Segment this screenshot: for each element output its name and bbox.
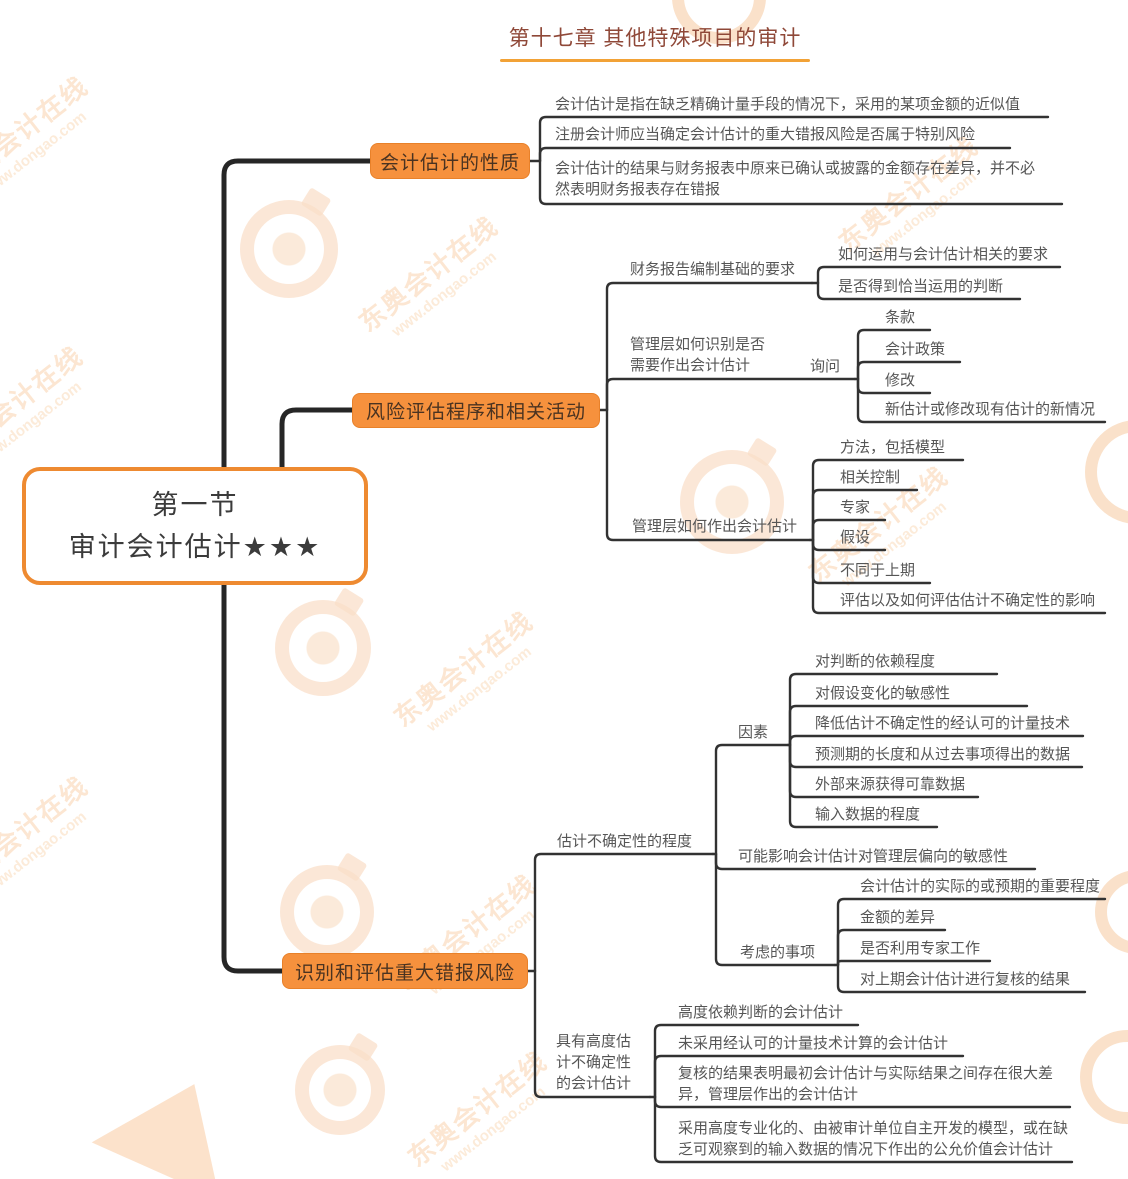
page-title: 第十七章 其他特殊项目的审计 — [508, 27, 802, 50]
topic-identify-assess-misstatement-risk[interactable]: 识别和评估重大错报风险 — [282, 953, 528, 989]
central-topic-line1: 第一节 — [151, 490, 239, 520]
central-topic-line2: 审计会计估计★★★ — [68, 532, 322, 562]
leaf-recognized-measurement-techniques[interactable]: 降低估计不确定性的经认可的计量技术 — [815, 715, 1071, 732]
leaf-terms[interactable]: 条款 — [885, 309, 916, 326]
node-degree-of-estimation-uncertainty[interactable]: 估计不确定性的程度 — [557, 833, 693, 850]
leaf-unrecognized-technique-estimates[interactable]: 未采用经认可的计量技术计算的会计估计 — [678, 1035, 949, 1052]
leaf-review-large-difference-estimates[interactable]: 复核的结果表明最初会计估计与实际结果之间存在很大差异，管理层作出的会计估计 — [678, 1065, 1054, 1103]
leaf-accounting-policies[interactable]: 会计政策 — [885, 341, 946, 358]
leaf-how-to-apply-requirements[interactable]: 如何运用与会计估计相关的要求 — [838, 246, 1049, 263]
leaf-different-from-prior-period[interactable]: 不同于上期 — [840, 562, 916, 579]
leaf-amount-difference[interactable]: 金额的差异 — [860, 909, 936, 926]
leaf-modifications[interactable]: 修改 — [885, 372, 916, 389]
leaf-prior-period-review-results[interactable]: 对上期会计估计进行复核的结果 — [860, 971, 1071, 988]
node-how-management-identifies[interactable]: 管理层如何识别是否需要作出会计估计 — [630, 336, 766, 374]
node-reporting-framework-requirements[interactable]: 财务报告编制基础的要求 — [630, 261, 796, 278]
node-how-management-makes-estimates[interactable]: 管理层如何作出会计估计 — [632, 518, 798, 535]
leaf-estimate-definition[interactable]: 会计估计是指在缺乏精确计量手段的情况下，采用的某项金额的近似值 — [555, 96, 1021, 113]
title-underline — [500, 59, 810, 62]
leaf-reliable-external-data[interactable]: 外部来源获得可靠数据 — [815, 776, 966, 793]
central-topic[interactable]: 第一节 审计会计估计★★★ — [22, 467, 368, 585]
leaf-appropriate-application-judgment[interactable]: 是否得到恰当运用的判断 — [838, 278, 1004, 295]
leaf-highly-judgmental-estimates[interactable]: 高度依赖判断的会计估计 — [678, 1004, 844, 1021]
node-inquiry[interactable]: 询问 — [810, 358, 841, 375]
leaf-management-bias-sensitivity[interactable]: 可能影响会计估计对管理层偏向的敏感性 — [738, 848, 1009, 865]
node-high-uncertainty-estimates[interactable]: 具有高度估计不确定性的会计估计 — [556, 1033, 632, 1092]
leaf-extent-of-input-data[interactable]: 输入数据的程度 — [815, 806, 921, 823]
leaf-experts[interactable]: 专家 — [840, 499, 871, 516]
leaf-forecast-period-and-past-data[interactable]: 预测期的长度和从过去事项得出的数据 — [815, 746, 1071, 763]
leaf-methods-models[interactable]: 方法，包括模型 — [840, 439, 946, 456]
leaf-use-of-expert-work[interactable]: 是否利用专家工作 — [860, 940, 981, 957]
leaf-significant-risk-determination[interactable]: 注册会计师应当确定会计估计的重大错报风险是否属于特别风险 — [555, 126, 976, 143]
leaf-uncertainty-impact-assessment[interactable]: 评估以及如何评估估计不确定性的影响 — [840, 592, 1096, 609]
leaf-outcome-difference[interactable]: 会计估计的结果与财务报表中原来已确认或披露的金额存在差异，并不必然表明财务报表存… — [555, 160, 1036, 198]
leaf-reliance-on-judgment[interactable]: 对判断的依赖程度 — [815, 653, 936, 670]
leaf-relevant-controls[interactable]: 相关控制 — [840, 469, 901, 486]
leaf-sensitivity-to-assumption-changes[interactable]: 对假设变化的敏感性 — [815, 685, 951, 702]
node-factors[interactable]: 因素 — [738, 724, 769, 741]
topic-nature-of-estimates[interactable]: 会计估计的性质 — [370, 143, 530, 179]
node-matters-to-consider[interactable]: 考虑的事项 — [740, 944, 816, 961]
leaf-assumptions[interactable]: 假设 — [840, 529, 871, 546]
topic-risk-assessment-procedures[interactable]: 风险评估程序和相关活动 — [352, 393, 600, 428]
leaf-new-circumstances[interactable]: 新估计或修改现有估计的新情况 — [885, 401, 1096, 418]
leaf-actual-expected-significance[interactable]: 会计估计的实际的或预期的重要程度 — [860, 878, 1101, 895]
leaf-specialized-model-fair-value-estimates[interactable]: 采用高度专业化的、由被审计单位自主开发的模型，或在缺乏可观察到的输入数据的情况下… — [678, 1120, 1069, 1158]
